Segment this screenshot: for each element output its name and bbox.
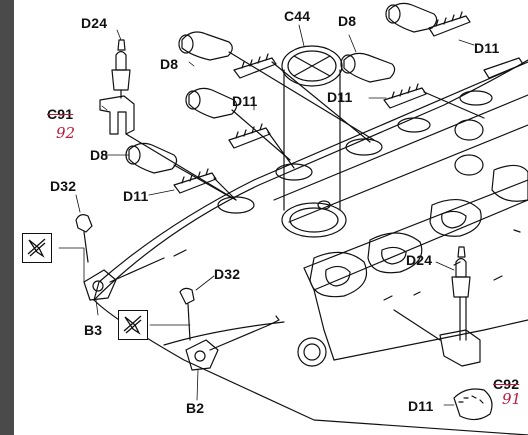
part-d11-clips bbox=[173, 11, 524, 421]
part-d8-lights bbox=[125, 2, 438, 199]
label-d24-right: D24 bbox=[406, 252, 433, 268]
label-d11-top-right: D11 bbox=[474, 40, 500, 56]
label-d11-center: D11 bbox=[327, 89, 353, 105]
label-d8-top: D8 bbox=[338, 13, 357, 29]
label-c91: C91 bbox=[47, 106, 74, 122]
label-d8-left-mid: D8 bbox=[90, 147, 109, 163]
label-d24-top: D24 bbox=[81, 15, 108, 31]
label-d11-mid: D11 bbox=[232, 93, 258, 109]
leader-lines bbox=[58, 24, 475, 406]
label-d32-bottom: D32 bbox=[214, 266, 241, 282]
label-c92: C92 bbox=[493, 376, 520, 392]
part-d32-hooks bbox=[75, 214, 195, 341]
handwritten-correction-91: 91 bbox=[502, 390, 522, 408]
part-b3-b2-brackets bbox=[83, 257, 270, 371]
label-b2: B2 bbox=[186, 400, 205, 416]
part-c44-ring bbox=[281, 45, 343, 211]
label-d11-bottom: D11 bbox=[408, 398, 434, 414]
label-d32-left: D32 bbox=[50, 178, 77, 194]
label-d8-left-top: D8 bbox=[160, 56, 179, 72]
assembly-drawing bbox=[58, 2, 528, 435]
handwritten-correction-92: 92 bbox=[56, 124, 76, 142]
part-c91-c92-brackets bbox=[99, 95, 481, 367]
label-c44: C44 bbox=[284, 8, 311, 24]
no-glue-icon bbox=[118, 310, 148, 340]
instruction-sheet: C44 D8 D11 D24 D8 D11 D11 C91 92 D8 D32 … bbox=[14, 0, 528, 435]
label-d11-left: D11 bbox=[123, 188, 149, 204]
no-glue-icon bbox=[22, 233, 52, 263]
part-d24-bases bbox=[111, 39, 471, 341]
label-b3: B3 bbox=[84, 322, 103, 338]
